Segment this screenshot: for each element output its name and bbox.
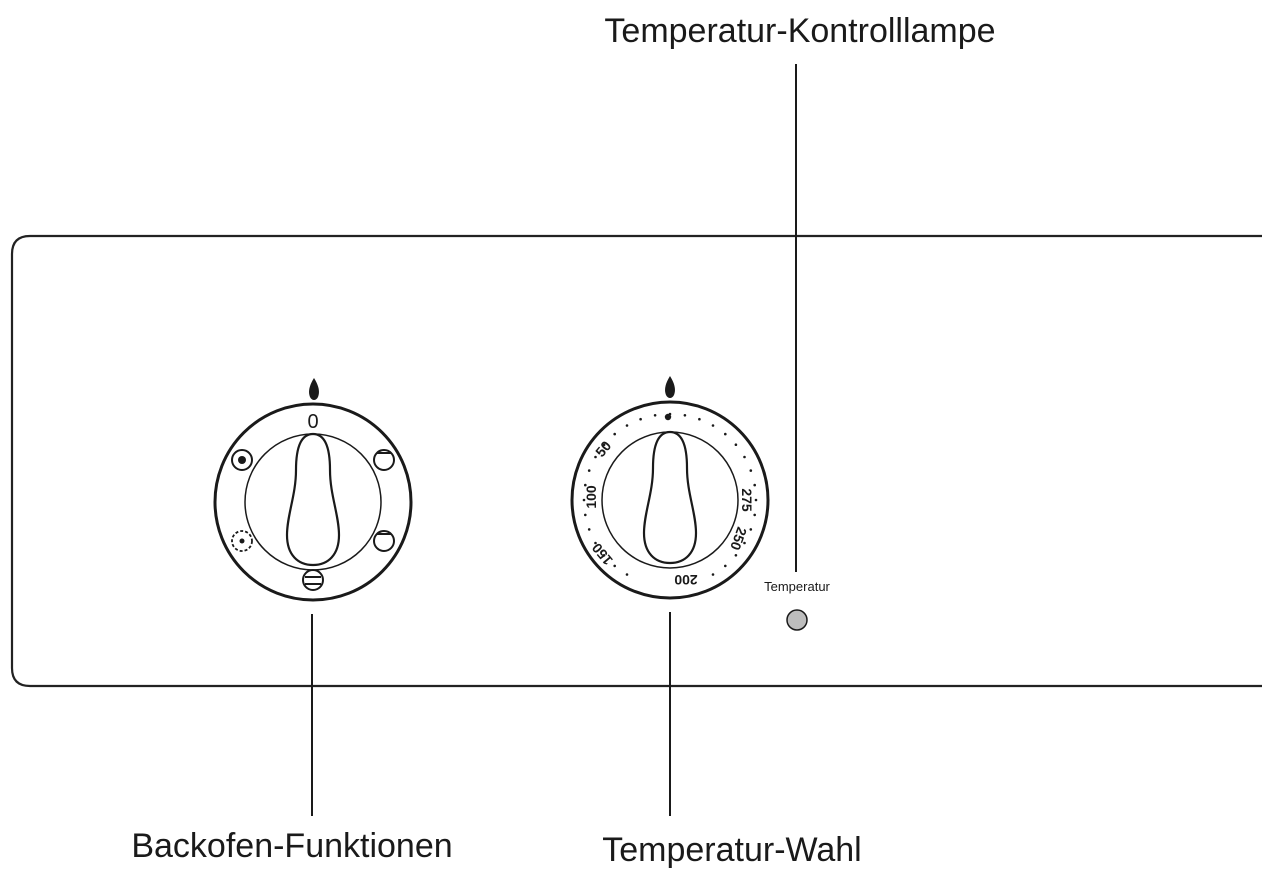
temperature-scale-dot <box>711 573 715 576</box>
temperature-scale-dot <box>582 498 586 502</box>
temperature-scale-dot <box>587 469 591 472</box>
temperature-scale-dot <box>711 424 715 427</box>
temperature-scale-dot <box>639 417 642 421</box>
temperature-scale-dot <box>594 541 597 545</box>
temperature-scale-dot <box>668 412 672 416</box>
function-knob-grip[interactable] <box>285 432 341 567</box>
temperature-scale-dots <box>582 412 758 576</box>
temperature-scale-dot <box>734 443 738 447</box>
temperature-knob[interactable]: 50 100 150 200 250 275 <box>570 376 770 600</box>
function-knob-zero-mark: 0 <box>307 411 318 433</box>
temperature-scale-dot <box>584 483 587 487</box>
function-knob-pointer-mark <box>309 378 319 400</box>
temperature-scale-dot <box>587 528 591 531</box>
temperature-scale-dot <box>724 564 727 568</box>
temperature-scale-dot <box>724 432 727 436</box>
temperature-scale-dot <box>625 573 629 576</box>
temperature-scale-dot <box>613 432 616 436</box>
oven-functions-callout: Backofen-Funktionen <box>131 827 452 865</box>
temperature-knob-bezel <box>570 400 770 600</box>
temperature-scale-dot <box>734 554 738 557</box>
temperature-scale-dot <box>753 513 756 517</box>
temperature-scale-dot <box>749 528 753 531</box>
temperature-knob-zero-dot <box>664 413 672 421</box>
temperature-scale-dot <box>753 483 756 487</box>
function-knob-bezel <box>213 402 413 602</box>
temperature-scale-dot <box>749 469 753 472</box>
temperature-scale-100: 100 <box>583 485 599 509</box>
temperature-scale-dot <box>653 414 657 417</box>
temperature-scale-dot <box>698 417 701 421</box>
top-bottom-heat-symbol-icon <box>231 530 253 552</box>
temperature-scale-dot <box>602 443 606 447</box>
temperature-scale-200: 200 <box>674 572 698 588</box>
temperature-scale-dot <box>594 455 597 459</box>
temperature-lamp-callout: Temperatur-Kontrolllampe <box>604 12 995 50</box>
fan-circle-symbol-icon <box>231 449 253 471</box>
grill-symbol-icon <box>373 530 395 552</box>
temperature-scale-dot <box>683 414 687 417</box>
temperature-scale-dot <box>602 554 606 557</box>
temperature-knob-grip[interactable] <box>642 430 698 565</box>
temperature-indicator-lamp <box>786 609 808 631</box>
temperature-scale-dot <box>613 564 616 568</box>
temperature-scale-150: 150 <box>588 540 615 568</box>
temperature-lamp-label: Temperatur <box>764 579 830 594</box>
temperature-scale-275: 275 <box>739 488 755 512</box>
temperature-scale-dot <box>625 424 629 427</box>
oven-function-knob[interactable]: 0 <box>213 378 413 602</box>
temperature-scale-250: 250 <box>727 525 750 553</box>
temperature-knob-pointer-mark <box>665 376 675 398</box>
temperature-selection-callout: Temperatur-Wahl <box>602 831 861 869</box>
bottom-heat-symbol-icon <box>302 569 324 591</box>
control-panel-outline <box>10 234 1262 688</box>
top-heat-symbol-icon <box>373 449 395 471</box>
temperature-scale-dot <box>743 541 746 545</box>
temperature-scale-dot <box>754 498 758 502</box>
temperature-scale-dot <box>743 455 746 459</box>
temperature-scale-dot <box>584 513 587 517</box>
